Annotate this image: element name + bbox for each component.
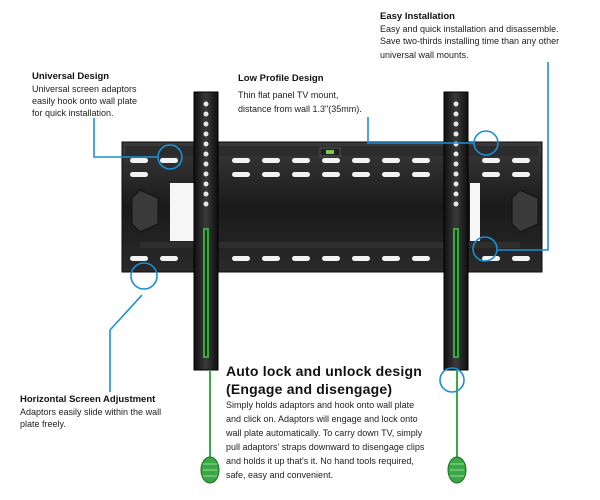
- easy-installation-line: Easy and quick installation and disassem…: [380, 24, 559, 34]
- low-profile-line: Thin flat panel TV mount,: [238, 90, 339, 100]
- auto-lock-line: and click on. Adaptors will engage and l…: [226, 414, 418, 424]
- universal-design-line: easily hook onto wall plate: [32, 96, 138, 106]
- auto-lock-line: and holds it up that's it. No hand tools…: [226, 456, 414, 466]
- callout-easy-installation: Easy Installation Easy and quick install…: [380, 11, 559, 61]
- auto-lock-line: Simply holds adaptors and hook onto wall…: [226, 400, 415, 410]
- safety-straps: [209, 370, 458, 458]
- left-adaptor-arm: [193, 91, 219, 371]
- right-adaptor-arm: [443, 91, 469, 371]
- callout-markers: [93, 62, 549, 393]
- auto-lock-title: Auto lock and unlock design: [226, 363, 422, 379]
- callout-auto-lock: Auto lock and unlock design (Engage and …: [226, 362, 424, 482]
- universal-design-line: Universal screen adaptors: [32, 84, 137, 94]
- easy-installation-title: Easy Installation: [380, 11, 455, 22]
- horizontal-adjustment-line: Adaptors easily slide within the wall: [20, 407, 162, 417]
- auto-lock-subtitle: (Engage and disengage): [226, 381, 393, 397]
- horizontal-adjustment-title: Horizontal Screen Adjustment: [20, 394, 156, 405]
- easy-installation-line: Save two-thirds installing time than any…: [380, 36, 560, 46]
- universal-design-title: Universal Design: [32, 71, 110, 82]
- horizontal-adjustment-line: plate freely.: [20, 419, 66, 429]
- auto-lock-line: pull adaptors' straps downward to diseng…: [226, 442, 425, 452]
- callout-horizontal-adjustment: Horizontal Screen Adjustment Adaptors ea…: [20, 394, 161, 430]
- low-profile-title: Low Profile Design: [238, 73, 324, 84]
- callout-low-profile: Low Profile Design Thin flat panel TV mo…: [238, 72, 362, 116]
- auto-lock-line: safe, easy and convenient.: [226, 470, 334, 480]
- auto-lock-line: wall plate automatically. To carry down …: [226, 428, 423, 438]
- low-profile-line: distance from wall 1.3"(35mm).: [238, 104, 362, 114]
- easy-installation-line: universal wall mounts.: [380, 50, 469, 60]
- callout-universal-design: Universal Design Universal screen adapto…: [32, 71, 137, 119]
- wall-plate: [121, 141, 543, 273]
- universal-design-line: for quick installation.: [32, 108, 114, 118]
